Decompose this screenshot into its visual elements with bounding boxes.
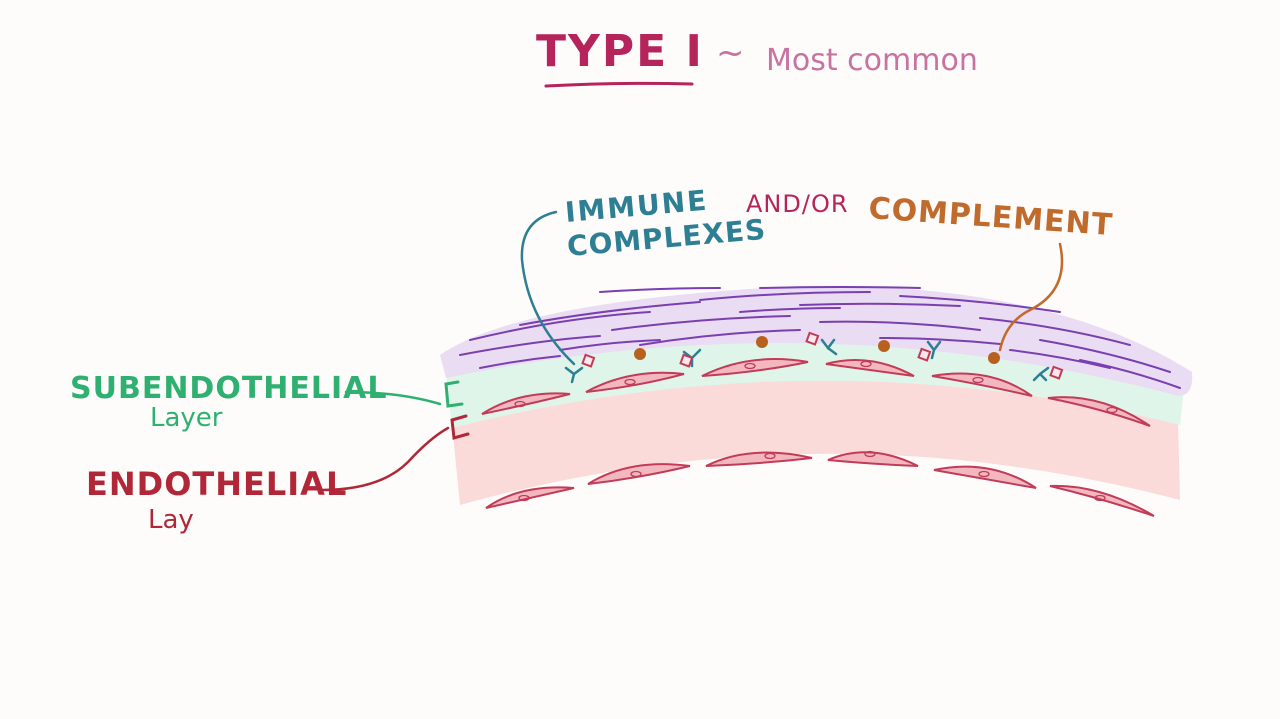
cell-nuclei (514, 360, 1118, 502)
endothelial-cell (481, 392, 571, 415)
immune-leader-line (520, 210, 576, 366)
subendothelial-leader-line (344, 390, 442, 406)
endothelial-sublabel: Lay (148, 505, 194, 535)
membrane-fibers (459, 286, 1181, 389)
endothelial-cell (587, 463, 691, 485)
endothelial-cell (1049, 484, 1155, 517)
endothelial-band (452, 376, 1180, 505)
endothelial-cell (827, 451, 919, 467)
endothelial-cell (485, 486, 575, 509)
endothelial-cell (1047, 396, 1151, 427)
subendothelial-bracket (444, 380, 464, 408)
endothelial-leader-line (320, 426, 450, 492)
endothelial-cell (825, 359, 915, 377)
subtitle-text: Most common (766, 43, 978, 78)
title-text: TYPE I (536, 26, 704, 77)
endothelial-label: ENDOTHELIAL (86, 465, 347, 503)
immune-complexes (564, 331, 1064, 384)
andor-label: AND/OR (746, 190, 849, 218)
endothelial-cell (705, 451, 813, 467)
endothelial-cells-lower (485, 451, 1155, 517)
title-tilde: ~ (716, 33, 745, 73)
title-underline (544, 81, 694, 88)
complement-label: COMPLEMENT (867, 191, 1114, 243)
endothelial-cell (931, 372, 1033, 397)
antigen-icon (581, 331, 1064, 380)
endothelial-bracket (450, 414, 470, 440)
complement-leader-line (998, 242, 1064, 352)
subendothelial-sublabel: Layer (150, 403, 223, 433)
subendothelial-label: SUBENDOTHELIAL (70, 371, 388, 406)
endothelial-cell (933, 465, 1037, 489)
complement-dots (634, 336, 1000, 364)
